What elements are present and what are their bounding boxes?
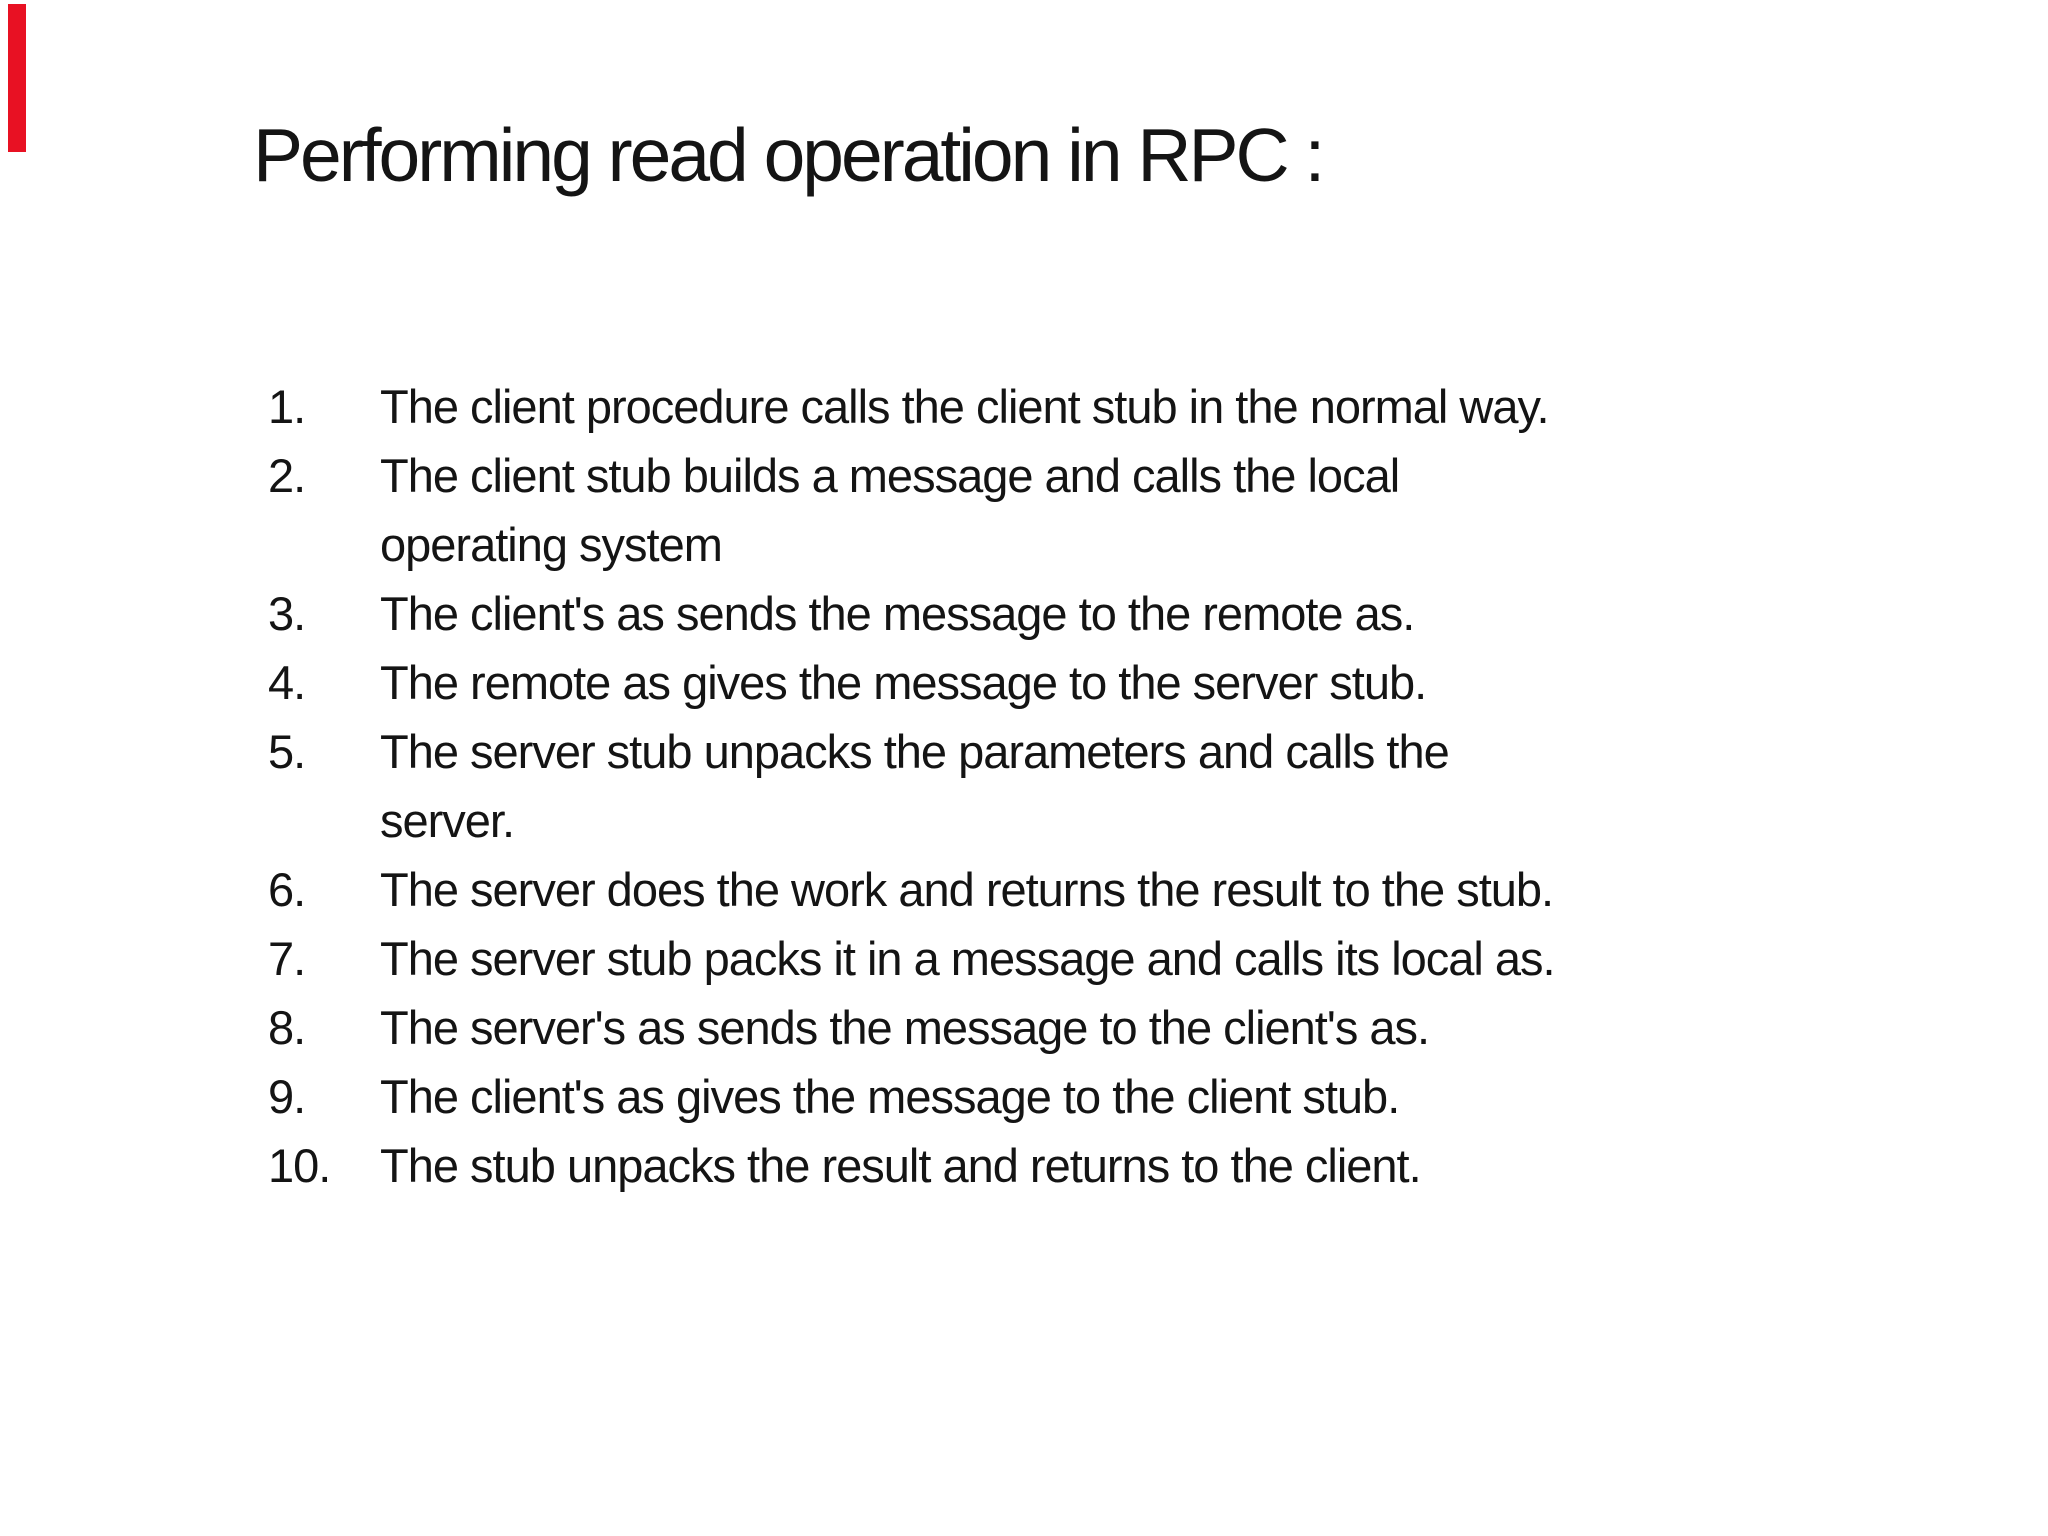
step-text: The server's as sends the message to the… (380, 1001, 1430, 1054)
step-text: The server stub unpacks the parameters a… (380, 725, 1450, 847)
step-text: The client's as sends the message to the… (380, 587, 1415, 640)
list-item: 10. The stub unpacks the result and retu… (268, 1131, 1555, 1200)
step-text: The client stub builds a message and cal… (380, 449, 1400, 571)
step-text: The server stub packs it in a message an… (380, 932, 1556, 985)
list-item: 1. The client procedure calls the client… (268, 372, 1555, 441)
list-item: 3. The client's as sends the message to … (268, 579, 1555, 648)
list-item: 5. The server stub unpacks the parameter… (268, 717, 1555, 855)
steps-list: 1. The client procedure calls the client… (268, 372, 1556, 1200)
step-number: 8. (268, 1001, 306, 1054)
step-number: 10. (268, 1139, 331, 1192)
step-number: 7. (268, 932, 306, 985)
list-item: 2. The client stub builds a message and … (268, 441, 1555, 579)
step-number: 2. (268, 449, 306, 502)
step-text: The client procedure calls the client st… (380, 380, 1550, 433)
step-text: The server does the work and returns the… (380, 863, 1554, 916)
step-number: 6. (268, 863, 306, 916)
step-number: 3. (268, 587, 306, 640)
step-number: 5. (268, 725, 306, 778)
list-item: 4. The remote as gives the message to th… (268, 648, 1555, 717)
red-accent-bar (8, 4, 26, 152)
step-number: 9. (268, 1070, 306, 1123)
step-text: The stub unpacks the result and returns … (380, 1139, 1422, 1192)
list-item: 8. The server's as sends the message to … (268, 993, 1555, 1062)
step-number: 4. (268, 656, 306, 709)
list-item: 7. The server stub packs it in a message… (268, 924, 1556, 993)
slide-title: Performing read operation in RPC : (253, 113, 1325, 197)
list-item: 9. The client's as gives the message to … (268, 1062, 1555, 1131)
step-number: 1. (268, 380, 306, 433)
list-item: 6. The server does the work and returns … (268, 855, 1555, 924)
step-text: The remote as gives the message to the s… (380, 656, 1427, 709)
step-text: The client's as gives the message to the… (380, 1070, 1400, 1123)
